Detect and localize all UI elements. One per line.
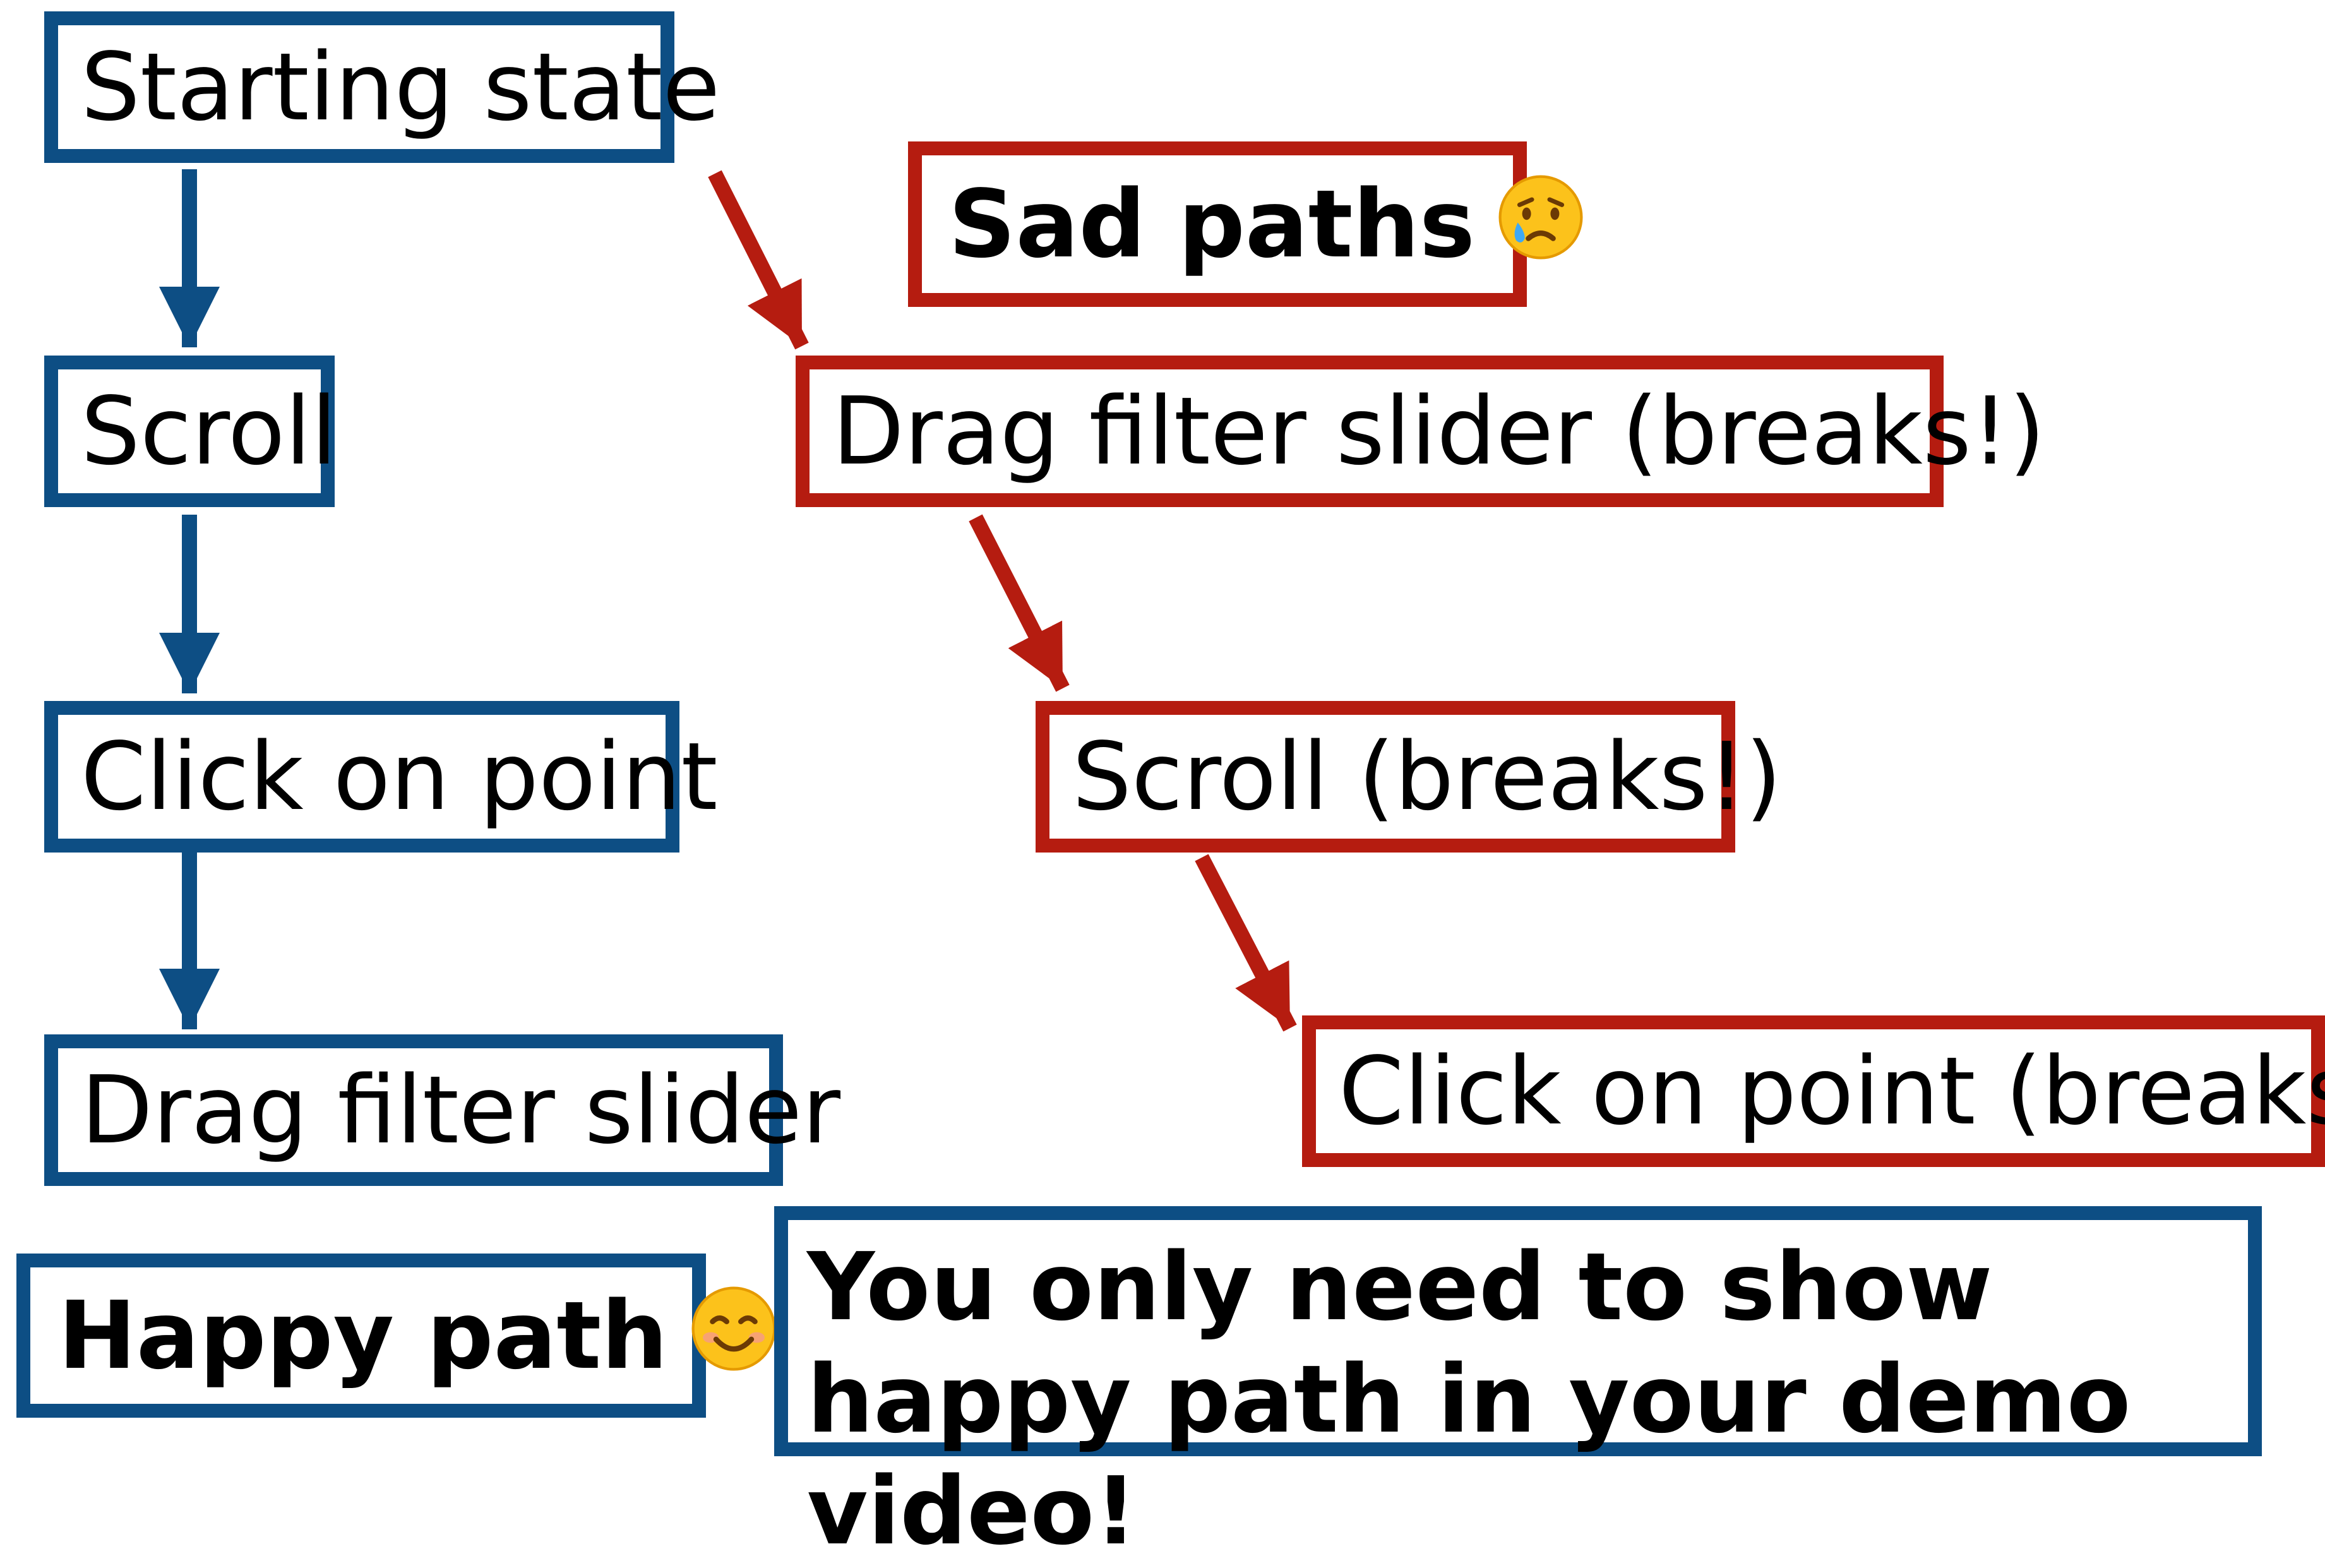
step-label: Scroll (breaks!) bbox=[1072, 722, 1782, 831]
crying-face-icon bbox=[1497, 173, 1585, 276]
sad-paths-legend: Sad paths bbox=[908, 141, 1583, 307]
step-starting-state: Starting state bbox=[44, 11, 720, 163]
demo-video-note: You only need to show happy path in your… bbox=[774, 1206, 2262, 1565]
step-label: Click on point bbox=[81, 722, 718, 831]
arrow-sad-scroll-to-sad-click bbox=[1195, 854, 1297, 1032]
arrow-start-to-sad-drag bbox=[708, 170, 809, 350]
sad-step-click-on-point: Click on point (breaks!) bbox=[1302, 1015, 2325, 1167]
arrow-sad-drag-to-sad-scroll bbox=[969, 514, 1070, 692]
sad-step-drag-filter-slider: Drag filter slider (breaks!) bbox=[796, 356, 2045, 507]
step-label: Drag filter slider (breaks!) bbox=[832, 377, 2045, 486]
step-click-on-point: Click on point bbox=[44, 701, 718, 853]
step-label: Click on point (breaks!) bbox=[1339, 1037, 2325, 1146]
smiling-face-icon bbox=[690, 1284, 778, 1387]
happy-path-legend: Happy path bbox=[16, 1254, 776, 1418]
note-text: You only need to show happy path in your… bbox=[807, 1233, 2131, 1566]
step-label: Starting state bbox=[81, 33, 720, 141]
step-scroll: Scroll bbox=[44, 356, 337, 507]
step-label: Drag filter slider bbox=[81, 1056, 841, 1164]
flow-arrows bbox=[159, 169, 1297, 1032]
sad-paths-label: Sad paths bbox=[948, 170, 1475, 278]
sad-step-scroll: Scroll (breaks!) bbox=[1036, 701, 1782, 853]
step-label: Scroll bbox=[81, 377, 337, 486]
happy-path-label: Happy path bbox=[58, 1281, 668, 1390]
step-drag-filter-slider: Drag filter slider bbox=[44, 1034, 840, 1186]
